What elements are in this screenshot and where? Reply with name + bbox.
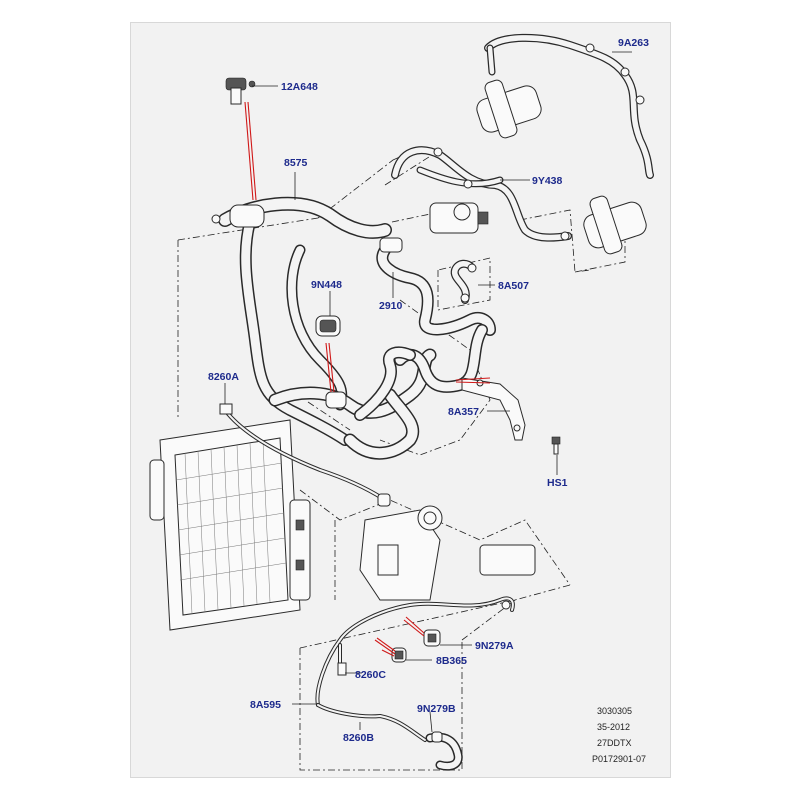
assembly-outline-lines [177,147,626,771]
label-9n279a: 9N279A [475,640,514,652]
egr-cooler-assembly [391,33,654,255]
label-9n279b: 9N279B [417,703,456,715]
label-8a595: 8A595 [250,699,281,711]
part-labels: 9A263 12A648 8575 9Y438 9N448 2910 8A507… [208,37,649,744]
reference-block: 3030305 35-2012 27DDTX P0172901-07 [592,706,646,764]
label-9y438: 9Y438 [532,175,563,187]
reference-line-4: P0172901-07 [592,754,646,764]
vent-hose-8260a [219,403,391,507]
main-hose-assembly [211,77,392,446]
label-8a357: 8A357 [448,406,479,418]
lower-pipe-assembly [315,596,515,771]
bypass-hose-2910 [376,237,496,336]
label-8b365: 8B365 [436,655,467,667]
label-9n448: 9N448 [311,279,342,291]
reference-line-3: 27DDTX [597,738,632,748]
label-hs1: HS1 [547,477,568,489]
label-12a648: 12A648 [281,81,318,93]
reference-line-2: 35-2012 [597,722,630,732]
reference-line-1: 3030305 [597,706,632,716]
leader-lines [224,51,632,733]
label-2910: 2910 [379,300,403,312]
label-8260c: 8260C [355,669,386,681]
label-8260b: 8260B [343,732,374,744]
label-9a263: 9A263 [618,37,649,49]
center-hose-cluster [268,244,561,460]
label-8a507: 8A507 [498,280,529,292]
label-8575: 8575 [284,157,308,169]
radiator [149,419,311,631]
engine-block [359,505,536,601]
label-8260a: 8260A [208,371,239,383]
